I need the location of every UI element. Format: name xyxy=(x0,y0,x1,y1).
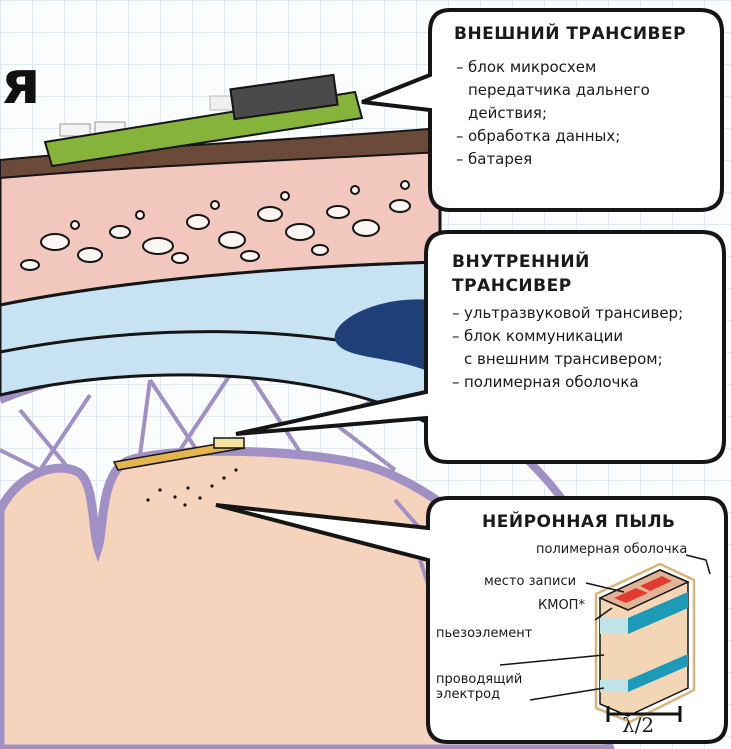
internal-transceiver-callout: ВНУТРЕННИЙ ТРАНСИВЕР –ультразвуковой тра… xyxy=(440,246,725,456)
dust-mote-cross-section xyxy=(596,564,694,722)
internal-title-line-1: ВНУТРЕННИЙ xyxy=(452,252,590,272)
label-record-site: место записи xyxy=(484,574,576,589)
list-item: –ультразвуковой трансивер; xyxy=(452,302,683,325)
list-item: –блок микросхем xyxy=(456,56,650,79)
external-transceiver-title: ВНЕШНИЙ ТРАНСИВЕР xyxy=(454,24,686,44)
list-item: –блок коммуникации xyxy=(452,325,683,348)
neural-dust-title: НЕЙРОННАЯ ПЫЛЬ xyxy=(482,512,676,532)
label-piezo: пьезоэлемент xyxy=(436,626,532,641)
list-item: –обработка данных; xyxy=(456,125,650,148)
internal-title-line-2: ТРАНСИВЕР xyxy=(452,276,572,296)
external-transceiver-list: –блок микросхем передатчика дальнего дей… xyxy=(456,56,650,171)
label-lambda-half: λ/2 xyxy=(622,718,654,733)
list-item: передатчика дальнего xyxy=(456,79,650,102)
label-polymer-shell: полимерная оболочка xyxy=(536,542,687,557)
internal-transceiver-title: ВНУТРЕННИЙ ТРАНСИВЕР xyxy=(452,250,590,298)
cropped-heading-fragment: я xyxy=(2,48,41,118)
label-cmos: КМОП* xyxy=(538,598,585,613)
list-item: с внешним трансивером; xyxy=(452,348,683,371)
list-item: –полимерная оболочка xyxy=(452,371,683,394)
internal-transceiver-list: –ультразвуковой трансивер; –блок коммуни… xyxy=(452,302,683,394)
external-transceiver-callout: ВНЕШНИЙ ТРАНСИВЕР –блок микросхем переда… xyxy=(440,22,720,207)
list-item: –батарея xyxy=(456,148,650,171)
list-item: действия; xyxy=(456,102,650,125)
